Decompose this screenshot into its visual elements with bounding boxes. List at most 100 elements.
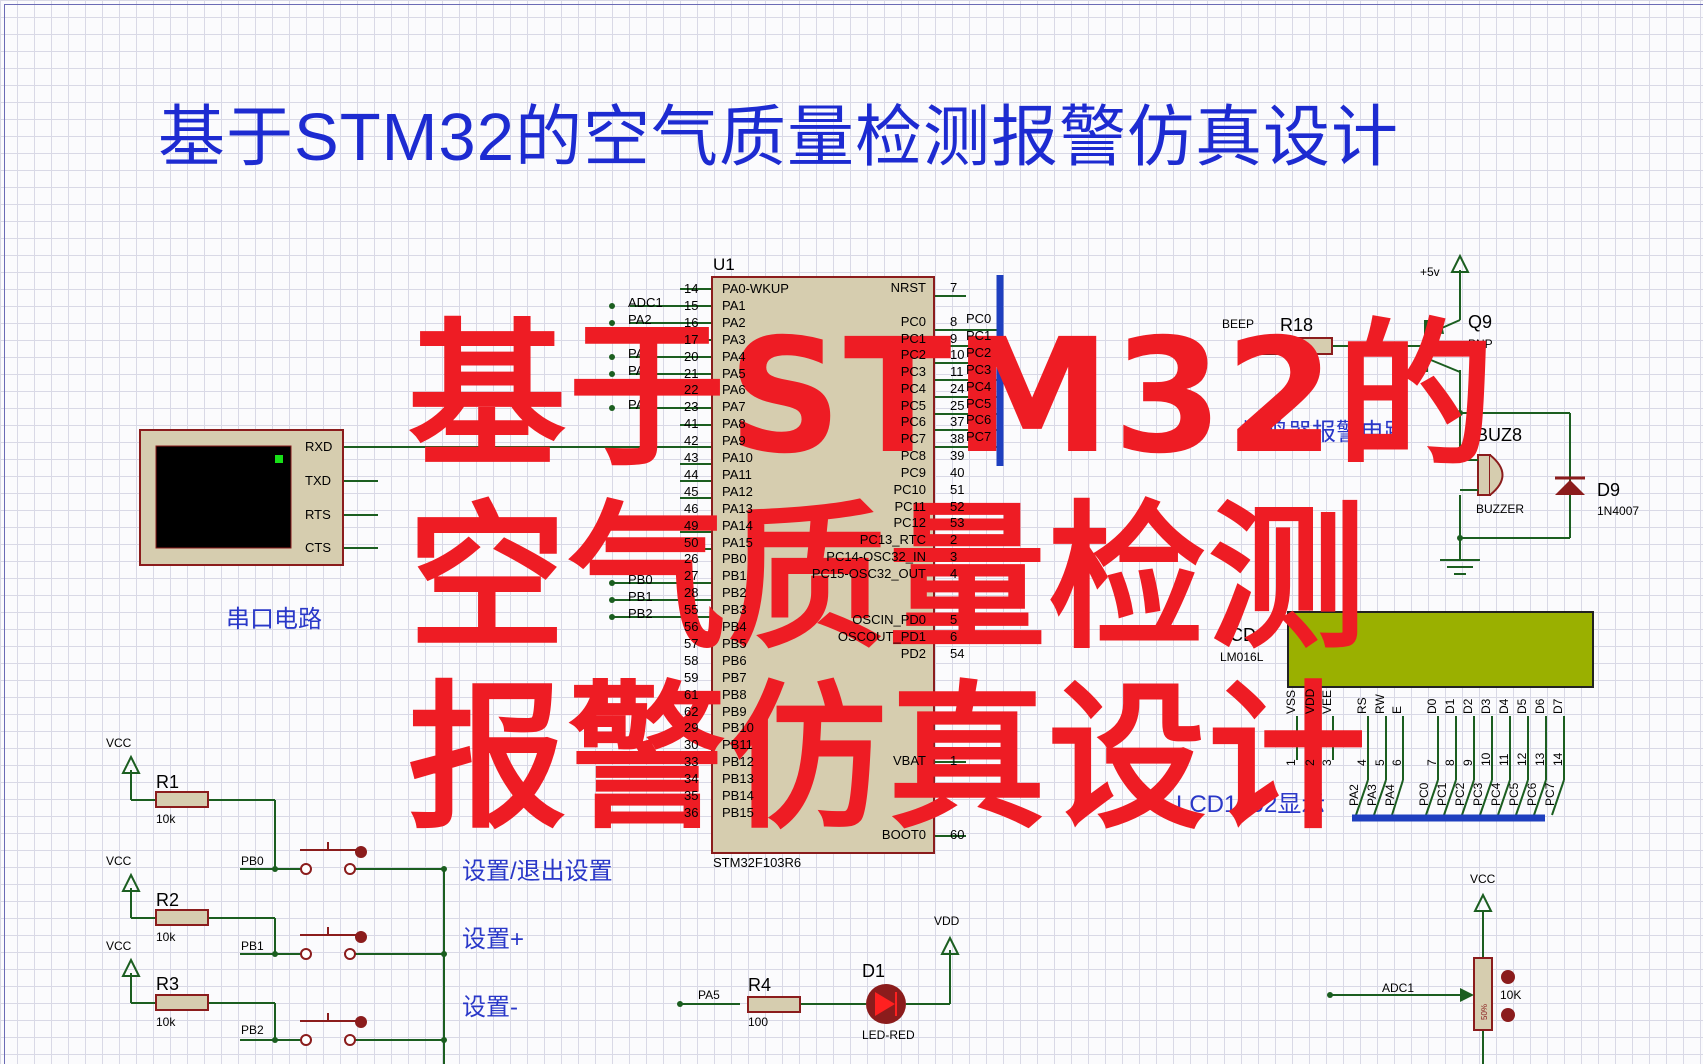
mcu-pin-name: PB3 bbox=[722, 602, 747, 618]
lcd-ref: LCD1 bbox=[1220, 625, 1267, 645]
lcd-pin-number: 1 bbox=[1284, 759, 1298, 766]
mcu-pin-name: PA7 bbox=[722, 399, 746, 415]
mcu-pin-name: PA15 bbox=[722, 534, 753, 550]
mcu-pin-number: 6 bbox=[950, 629, 958, 644]
overlay-line-3: 报警仿真设计 bbox=[408, 667, 1368, 851]
mcu-pin-number: 34 bbox=[684, 771, 699, 787]
mcu-pin-number: 59 bbox=[684, 669, 699, 685]
sheet-border bbox=[4, 4, 1703, 1064]
mcu-pin-number: 14 bbox=[684, 281, 699, 296]
mcu-pin-number: 44 bbox=[684, 466, 699, 482]
mcu-pin-name: PC11 bbox=[894, 499, 926, 514]
lcd-pin-name: VEE bbox=[1320, 689, 1334, 714]
d1-label: D1 bbox=[862, 961, 886, 981]
mcu-pin-name: OSCOUT_PD1 bbox=[837, 629, 926, 644]
mcu-pin-number: 53 bbox=[950, 515, 965, 530]
mcu-pin-number: 10 bbox=[950, 347, 965, 362]
lcd-pin-name: D3 bbox=[1479, 698, 1493, 714]
mcu-pin-name: PA1 bbox=[722, 297, 746, 313]
mcu-pin-number: 28 bbox=[684, 585, 699, 601]
mcu-pin-name: PB0 bbox=[722, 551, 747, 567]
pc-bus-label: PC2 bbox=[966, 344, 992, 360]
mcu-pin-number: 30 bbox=[684, 737, 699, 753]
lcd-pin-number: 7 bbox=[1425, 759, 1439, 766]
button-label-plus: 设置+ bbox=[462, 926, 525, 953]
lcd-pin-name: VSS bbox=[1284, 689, 1298, 714]
mcu-pin-number: 62 bbox=[684, 703, 699, 719]
mcu-pin-name: PA8 bbox=[722, 416, 746, 432]
mcu-pin-name: PB10 bbox=[722, 720, 754, 736]
lcd-net-label: PC3 bbox=[1471, 782, 1485, 806]
mcu-pin-number: 27 bbox=[684, 568, 699, 584]
vcc-label-1: VCC bbox=[106, 736, 132, 750]
lcd-pin-number: 12 bbox=[1515, 752, 1529, 766]
lcd-part: LM016L bbox=[1220, 650, 1264, 664]
mcu-pin-name: PC3 bbox=[900, 364, 926, 379]
mcu-pin-number: 24 bbox=[950, 381, 965, 396]
r4-label: R4 bbox=[748, 975, 772, 995]
lcd-pin-number: 5 bbox=[1373, 759, 1387, 766]
lcd-pin-name: RS bbox=[1355, 697, 1369, 714]
pb1-net: PB1 bbox=[241, 939, 264, 953]
net-label-pa5: PA5 bbox=[628, 363, 652, 378]
mcu-pin-name: PA5 bbox=[722, 365, 746, 381]
mcu-pin-name: PB2 bbox=[722, 585, 747, 601]
pb0-net: PB0 bbox=[241, 854, 264, 868]
q9-type: PNP bbox=[1468, 337, 1493, 351]
mcu-pin-name: PA12 bbox=[722, 483, 753, 499]
mcu-pin-name: PC5 bbox=[900, 398, 926, 413]
mcu-pin-number: 16 bbox=[684, 314, 699, 330]
lcd-caption: LCD1602显示 bbox=[1176, 791, 1326, 818]
net-label-pa2: PA2 bbox=[628, 312, 652, 327]
mcu-pin-name: PC14-OSC32_IN bbox=[826, 549, 926, 564]
d9-type: 1N4007 bbox=[1597, 504, 1640, 518]
mcu-pin-number: 21 bbox=[684, 365, 699, 381]
serial-pin-txd: TXD bbox=[305, 473, 331, 488]
mcu-part: STM32F103R6 bbox=[713, 855, 802, 870]
mcu-pin-number: 20 bbox=[684, 348, 699, 364]
pot-value: 10K bbox=[1500, 988, 1522, 1002]
mcu-pin-name: PC6 bbox=[900, 414, 926, 429]
mcu-pin-number: 8 bbox=[950, 314, 958, 329]
mcu-pin-number: 39 bbox=[950, 448, 965, 463]
lcd-net-label: PA2 bbox=[1347, 784, 1361, 806]
mcu-pin-name: VBAT bbox=[893, 753, 926, 768]
mcu-pin-name: BOOT0 bbox=[881, 827, 926, 842]
beep-net-label: BEEP bbox=[1222, 317, 1255, 331]
r3-value: 10k bbox=[156, 1015, 176, 1029]
pot-percent: 50% bbox=[1480, 1003, 1490, 1021]
mcu-pin-number: 38 bbox=[950, 431, 965, 446]
mcu-pin-number: 60 bbox=[950, 827, 965, 842]
mcu-pin-number: 4 bbox=[950, 566, 958, 581]
net-label-pa7: PA7 bbox=[628, 397, 652, 412]
lcd-net-label: PC1 bbox=[1435, 782, 1449, 806]
mcu-pin-number: 41 bbox=[684, 416, 699, 432]
mcu-pin-name: PB15 bbox=[722, 804, 754, 820]
net-label-pa4: PA4 bbox=[628, 346, 652, 361]
mcu-pin-number: 5 bbox=[950, 612, 958, 627]
mcu-pin-name: PA14 bbox=[722, 517, 753, 533]
lcd-pin-name: D7 bbox=[1551, 698, 1565, 714]
supply-5v: +5v bbox=[1420, 265, 1440, 279]
pc-bus-label: PC7 bbox=[966, 429, 992, 445]
mcu-pin-number: 51 bbox=[950, 482, 965, 497]
pc-bus-label: PC6 bbox=[966, 412, 992, 428]
mcu-pin-number: 22 bbox=[684, 382, 699, 398]
lcd-net-label: PC6 bbox=[1525, 782, 1539, 806]
mcu-pin-name: PA10 bbox=[722, 450, 753, 465]
mcu-pin-name: PC13_RTC bbox=[859, 532, 926, 547]
mcu-pin-name: PC0 bbox=[900, 314, 926, 329]
buz8-label: BUZ8 bbox=[1476, 425, 1523, 445]
mcu-pin-name: PC8 bbox=[900, 448, 926, 463]
r2-label: R2 bbox=[156, 890, 180, 910]
r3-label: R3 bbox=[156, 974, 180, 994]
lcd-pin-name: D4 bbox=[1497, 698, 1511, 714]
lcd-net-label: PC2 bbox=[1453, 782, 1467, 806]
mcu-pin-name: PA13 bbox=[722, 500, 753, 516]
mcu-pin-number: 37 bbox=[950, 414, 965, 429]
lcd-pin-name: E bbox=[1390, 705, 1404, 714]
led-type: LED-RED bbox=[862, 1028, 915, 1042]
lcd-pin-number: 10 bbox=[1479, 752, 1493, 766]
vcc-label-3: VCC bbox=[106, 939, 132, 953]
serial-caption: 串口电路 bbox=[226, 606, 322, 633]
